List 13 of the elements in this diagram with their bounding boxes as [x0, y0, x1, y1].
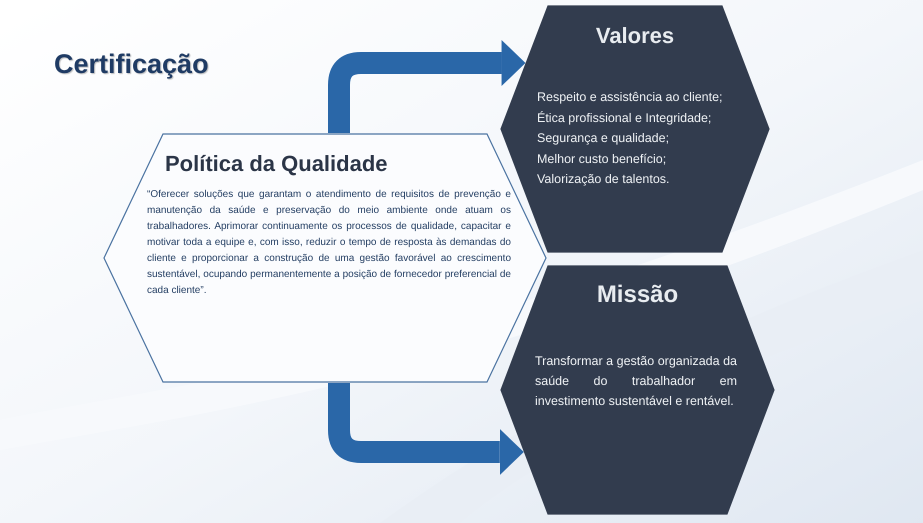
panel-heading: Valores — [594, 22, 676, 50]
panel-text: “Oferecer soluções que garantam o atendimento de requisitos de prevenção e manutenção da saúde e preservação do meio ambiente onde atuam os trabalhadores. Aprimorar continuamente os processos de qualidade, capacitar e motivar toda a equipe e, com isso, reduzir o tempo de resposta às demandas do cliente e proporcionar a construção de uma gestão favorável ao crescimento sustentável, ocupando permanentemente a posição de fornecedor preferencial de cada cliente”. — [147, 188, 511, 298]
hexagon-panel — [500, 265, 775, 515]
panel-text: Ética profissional e Integridade; — [537, 110, 712, 127]
panel-text: Valorização de talentos. — [537, 171, 670, 188]
slide-title: Certificação — [54, 48, 209, 81]
panel-heading: Missão — [596, 280, 680, 310]
panel-text: Segurança e qualidade; — [537, 130, 670, 147]
hexagon-panel — [500, 5, 770, 253]
panel-text: Transformar a gestão organizada da saúde do trabalhador em investimento sustentável e rentável. — [535, 353, 737, 410]
panel-text: Respeito e assistência ao cliente; — [537, 89, 724, 106]
panel-text: Melhor custo benefício; — [537, 150, 668, 168]
panel-heading: Política da Qualidade — [165, 150, 388, 178]
